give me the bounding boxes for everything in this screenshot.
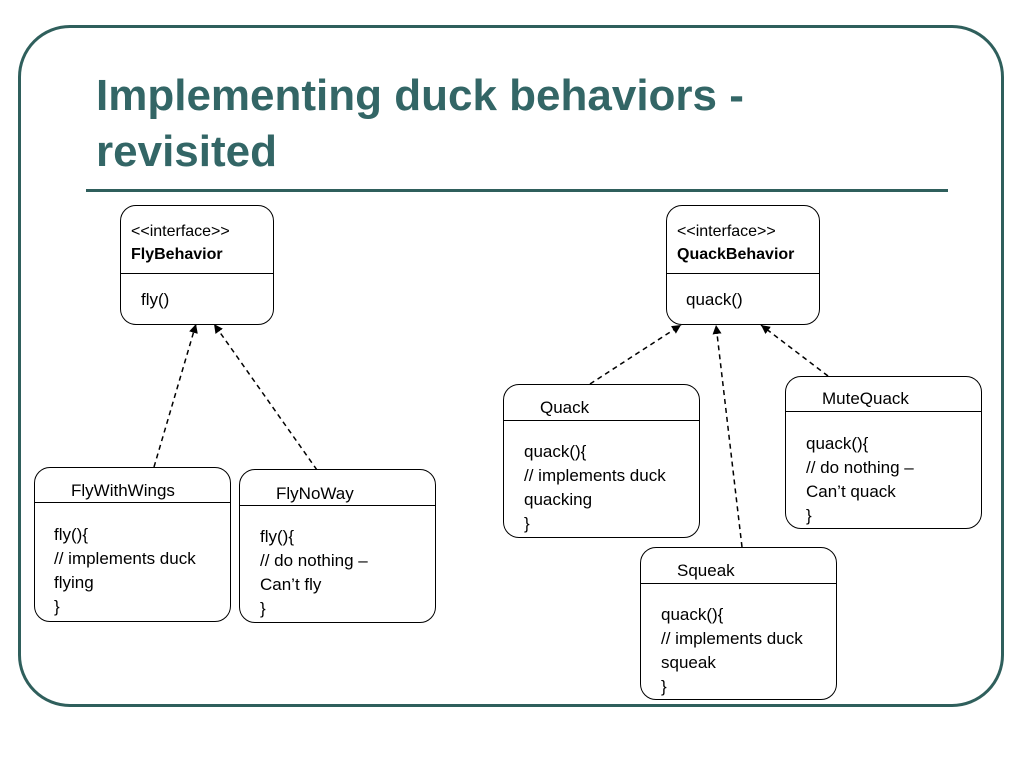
interface-stereotype: <<interface>> — [677, 223, 776, 240]
slide-frame — [18, 25, 1004, 707]
class-name: FlyWithWings — [71, 481, 175, 500]
class-name: FlyNoWay — [276, 484, 354, 503]
code-line: // do nothing – — [260, 551, 368, 570]
class-mutequack: MuteQuack quack(){ // do nothing – Can’t… — [785, 376, 982, 529]
code-line: fly(){ — [54, 525, 88, 544]
code-line: quacking — [524, 490, 593, 509]
code-line: } — [260, 599, 266, 618]
code-line: // do nothing – — [806, 458, 914, 477]
class-name: MuteQuack — [822, 389, 909, 408]
slide-title-line-1: Implementing duck behaviors - — [96, 71, 744, 120]
interface-method: quack() — [686, 290, 743, 309]
interface-quackbehavior: <<interface>> QuackBehavior quack() — [666, 205, 820, 325]
class-name: Squeak — [677, 561, 735, 580]
code-line: // implements duck — [524, 466, 666, 485]
code-line: squeak — [661, 653, 716, 672]
code-line: } — [54, 597, 60, 616]
class-body: fly(){ // implements duck flying } — [54, 523, 196, 619]
code-line: quack(){ — [524, 442, 587, 461]
arrow-squeak-to-quackbehavior — [712, 324, 743, 548]
code-line: quack(){ — [806, 434, 869, 453]
code-line: } — [661, 677, 667, 696]
class-body: quack(){ // implements duck squeak } — [661, 603, 803, 699]
code-line: // implements duck — [661, 629, 803, 648]
interface-name: QuackBehavior — [677, 246, 795, 263]
arrow-flywithwings-to-flybehavior — [153, 323, 198, 468]
code-line: // implements duck — [54, 549, 196, 568]
class-flywithwings: FlyWithWings fly(){ // implements duck f… — [34, 467, 231, 622]
title-divider — [86, 189, 948, 192]
class-body: quack(){ // do nothing – Can’t quack } — [806, 432, 914, 528]
class-name: Quack — [540, 398, 590, 417]
code-line: Can’t fly — [260, 575, 322, 594]
interface-stereotype: <<interface>> — [131, 223, 230, 240]
class-flynoway: FlyNoWay fly(){ // do nothing – Can’t fl… — [239, 469, 436, 623]
class-body: quack(){ // implements duck quacking } — [524, 440, 666, 536]
class-body: fly(){ // do nothing – Can’t fly } — [260, 525, 368, 621]
interface-method: fly() — [141, 290, 170, 309]
class-quack: Quack quack(){ // implements duck quacki… — [503, 384, 700, 538]
code-line: fly(){ — [260, 527, 294, 546]
interface-name: FlyBehavior — [131, 246, 223, 263]
code-line: flying — [54, 573, 94, 592]
code-line: quack(){ — [661, 605, 724, 624]
code-line: } — [806, 506, 812, 525]
code-line: Can’t quack — [806, 482, 896, 501]
interface-flybehavior: <<interface>> FlyBehavior fly() — [120, 205, 274, 325]
slide-title: Implementing duck behaviors - revisited — [96, 68, 946, 180]
arrow-quack-to-quackbehavior — [589, 324, 682, 385]
arrow-flynoway-to-flybehavior — [213, 323, 318, 471]
arrow-mutequack-to-quackbehavior — [760, 324, 829, 377]
slide-title-line-2: revisited — [96, 127, 277, 176]
code-line: } — [524, 514, 530, 533]
class-squeak: Squeak quack(){ // implements duck squea… — [640, 547, 837, 700]
